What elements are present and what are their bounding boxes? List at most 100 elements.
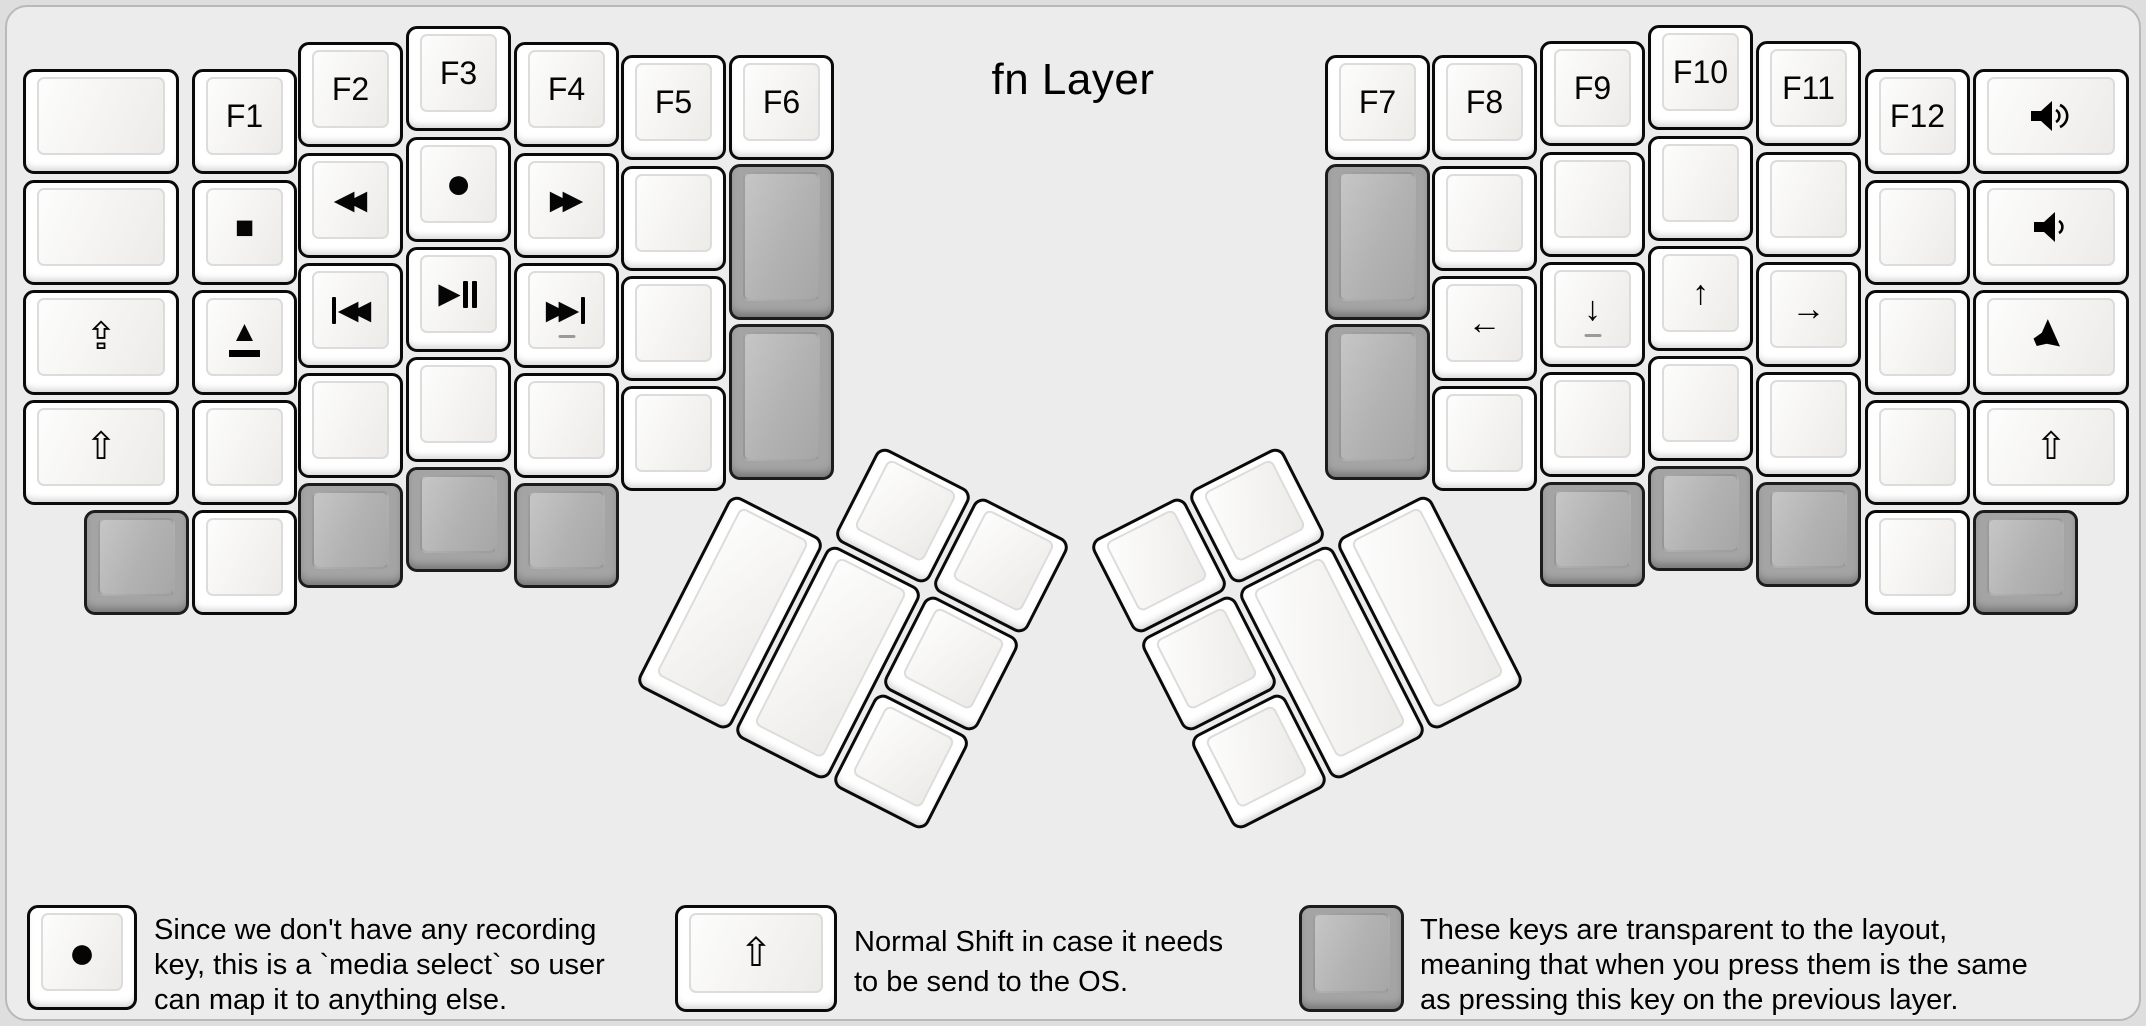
key-transparent[interactable]	[1325, 324, 1430, 480]
key-arrow-down[interactable]: ↓	[1540, 262, 1645, 367]
key-transparent[interactable]	[298, 483, 403, 588]
key-fast-forward[interactable]: ▶▶	[514, 153, 619, 258]
key-blank[interactable]	[1432, 166, 1537, 271]
keycap-surface	[1879, 408, 1956, 486]
legend-line: can map it to anything else.	[154, 984, 508, 1016]
keycap-surface: ◀◀	[312, 271, 389, 349]
key-record[interactable]: ●	[406, 137, 511, 242]
key-f1[interactable]: F1	[192, 69, 297, 174]
keycap-surface	[1554, 490, 1631, 568]
key-arrow-right[interactable]: →	[1756, 262, 1861, 367]
shift-icon: ⇧	[85, 426, 117, 468]
keycap-surface: ⇧	[689, 913, 823, 993]
key-blank[interactable]	[514, 373, 619, 478]
key-f9[interactable]: F9	[1540, 41, 1645, 146]
key-play-pause[interactable]: ▶	[406, 247, 511, 352]
homing-bar	[1584, 334, 1601, 337]
key-f3[interactable]: F3	[406, 26, 511, 131]
key-transparent[interactable]	[1325, 164, 1430, 320]
keycap-surface	[1987, 518, 2064, 596]
key-blank[interactable]	[406, 357, 511, 462]
key-caps-lock[interactable]: ⇪	[23, 290, 179, 395]
keycap-surface	[951, 508, 1056, 613]
keycap-surface	[420, 475, 497, 553]
keycap-surface	[743, 332, 820, 461]
key-f4[interactable]: F4	[514, 42, 619, 147]
key-blank[interactable]	[192, 400, 297, 505]
shift-icon: ⇧	[739, 931, 773, 975]
key-blank[interactable]	[298, 373, 403, 478]
key-transparent[interactable]	[729, 324, 834, 480]
key-f6[interactable]: F6	[729, 55, 834, 160]
key-blank[interactable]	[1648, 136, 1753, 241]
keycap-surface	[1770, 490, 1847, 568]
key-blank[interactable]	[23, 180, 179, 285]
keycap-surface	[206, 408, 283, 486]
key-blank[interactable]	[1865, 180, 1970, 285]
key-blank[interactable]	[1432, 386, 1537, 491]
key-volume-down[interactable]	[1973, 180, 2129, 285]
key-blank[interactable]	[621, 166, 726, 271]
key-arrow-up[interactable]: ↑	[1648, 246, 1753, 351]
legend-key-transparent[interactable]	[1299, 905, 1404, 1012]
key-volume-up[interactable]	[1973, 69, 2129, 174]
key-transparent[interactable]	[514, 483, 619, 588]
key-f5[interactable]: F5	[621, 55, 726, 160]
key-label: F2	[331, 71, 370, 107]
key-blank[interactable]	[1540, 152, 1645, 257]
legend-line: These keys are transparent to the layout…	[1420, 914, 1948, 946]
key-f11[interactable]: F11	[1756, 41, 1861, 146]
keycap-surface	[1104, 508, 1209, 613]
key-transparent[interactable]	[406, 467, 511, 572]
key-transparent[interactable]	[1540, 482, 1645, 587]
key-prev-track[interactable]: ◀◀	[298, 263, 403, 368]
key-blank[interactable]	[1756, 372, 1861, 477]
keycap-surface: F10	[1662, 33, 1739, 111]
key-arrow-left[interactable]: ←	[1432, 276, 1537, 381]
key-rewind[interactable]: ◀◀	[298, 153, 403, 258]
key-f8[interactable]: F8	[1432, 55, 1537, 160]
key-blank[interactable]	[1756, 152, 1861, 257]
key-transparent[interactable]	[1648, 466, 1753, 571]
key-blank[interactable]	[1540, 372, 1645, 477]
key-blank[interactable]	[1865, 290, 1970, 395]
key-eject[interactable]: ▲	[192, 290, 297, 395]
key-blank[interactable]	[1865, 400, 1970, 505]
key-blank[interactable]	[1865, 510, 1970, 615]
legend-key-shift[interactable]: ⇧	[675, 905, 837, 1012]
key-stop[interactable]: ■	[192, 180, 297, 285]
arrow-up-icon: ↑	[1692, 274, 1709, 312]
key-blank[interactable]	[192, 510, 297, 615]
key-shift[interactable]: ⇧	[23, 400, 179, 505]
keycap-surface	[312, 491, 389, 569]
keycap-surface	[1770, 160, 1847, 238]
keycap-surface: →	[1770, 270, 1847, 348]
shift-icon: ⇧	[2035, 426, 2067, 468]
key-blank[interactable]	[23, 69, 179, 174]
keycap-surface	[1987, 298, 2115, 376]
key-mute[interactable]	[1973, 290, 2129, 395]
legend-key-media-select[interactable]: ●	[27, 905, 137, 1010]
key-label: F9	[1573, 70, 1612, 106]
key-transparent[interactable]	[1756, 482, 1861, 587]
key-transparent[interactable]	[1973, 510, 2078, 615]
key-f12[interactable]: F12	[1865, 69, 1970, 174]
key-f2[interactable]: F2	[298, 42, 403, 147]
key-transparent[interactable]	[729, 164, 834, 320]
key-shift[interactable]: ⇧	[1973, 400, 2129, 505]
legend-text-transparent: These keys are transparent to the layout…	[1420, 913, 2028, 1018]
key-blank[interactable]	[621, 386, 726, 491]
key-f7[interactable]: F7	[1325, 55, 1430, 160]
key-f10[interactable]: F10	[1648, 25, 1753, 130]
keycap-surface	[1879, 518, 1956, 596]
volume-up-icon	[2031, 101, 2069, 131]
key-transparent[interactable]	[84, 510, 189, 615]
keycap-surface: ⇧	[37, 408, 165, 486]
key-label: F4	[547, 71, 586, 107]
keycap-surface: F7	[1339, 63, 1416, 141]
key-blank[interactable]	[1648, 356, 1753, 461]
rewind-icon: ◀◀	[333, 184, 367, 215]
key-blank[interactable]	[621, 276, 726, 381]
key-next-track[interactable]: ▶▶	[514, 263, 619, 368]
keycap-surface	[1662, 474, 1739, 552]
